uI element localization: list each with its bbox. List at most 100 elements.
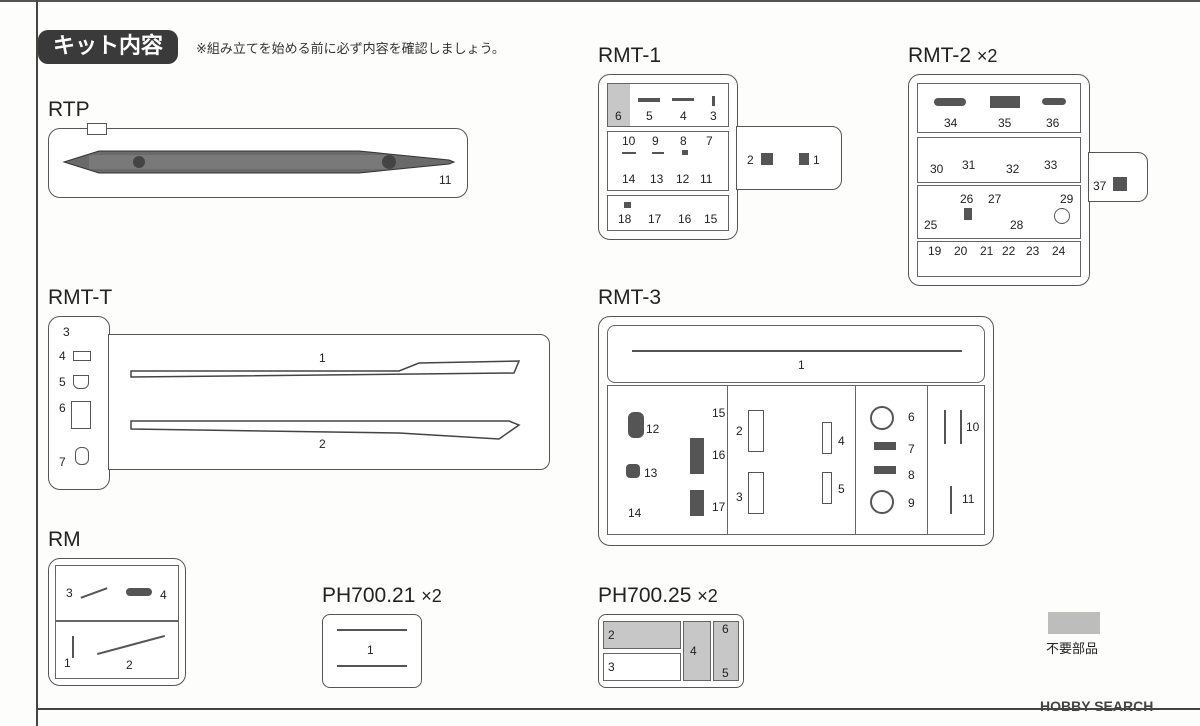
rmt3-label-13: 13	[644, 466, 658, 480]
rmt1-label-1: 1	[813, 153, 820, 167]
bottom-rule	[36, 708, 1200, 710]
rmt3-label-12: 12	[646, 422, 660, 436]
rmt3-label-17: 17	[712, 500, 726, 514]
rmt2-label-19: 19	[928, 244, 942, 258]
rmt1-label-18: 18	[618, 212, 632, 226]
rmt2-multiplier: ×2	[976, 46, 998, 66]
rmtt-title: RMT-T	[48, 286, 113, 309]
ph21-part-shape	[337, 665, 407, 667]
rmtt-part-shape	[75, 447, 89, 465]
ph25-label-5: 5	[722, 666, 729, 680]
rmt1-label-16: 16	[678, 212, 692, 226]
rmt1-part-shape	[638, 98, 660, 102]
rmt2-part-shape	[990, 96, 1020, 108]
rmtt-label-7: 7	[59, 455, 66, 469]
rmt3-part-shape	[874, 442, 896, 450]
kit-contents-title: キット内容	[38, 30, 178, 64]
rmt1-label-7: 7	[706, 134, 713, 148]
rmt1-label-6: 6	[615, 109, 622, 123]
rmt1-label-8: 8	[680, 134, 687, 148]
rmt2-part-shape	[1054, 208, 1070, 224]
rm-part-shape	[96, 634, 166, 656]
rmtt-hull-half-2	[130, 420, 521, 440]
rmt1-label-5: 5	[646, 109, 653, 123]
ph25-label-2: 2	[608, 628, 615, 642]
rmt3-label-14: 14	[628, 506, 642, 520]
rmt1-part-shape	[712, 96, 715, 106]
rmtt-part-shape	[73, 351, 91, 361]
rmt2-label-35: 35	[998, 116, 1012, 130]
ph25-row-3: 3	[603, 653, 681, 681]
rmt2-label-30: 30	[930, 162, 944, 176]
rmt2-part-shape	[1113, 177, 1127, 191]
rmt3-label-11: 11	[962, 492, 975, 506]
rmt1-sprue: 6 5 4 3 10 9 8 7 14 13 12 11 18 17 16 15	[598, 74, 738, 240]
rmt2-label-37: 37	[1093, 179, 1107, 193]
rmt3-part-shape	[632, 350, 962, 352]
rmt1-side-sprue: 2 1	[736, 126, 842, 190]
rmt1-part-shape	[624, 202, 631, 208]
rmt3-part-shape	[822, 472, 832, 504]
kit-contents-note: ※組み立てを始める前に必ず内容を確認しましょう。	[196, 42, 505, 57]
ph25-label-3: 3	[608, 660, 615, 674]
rmt3-part-shape	[626, 464, 640, 478]
rmt3-label-9: 9	[908, 496, 915, 510]
ph21-title: PH700.21	[322, 584, 416, 607]
rm-label-1: 1	[64, 656, 71, 670]
rmt2-row3: 26 27 29 25 28	[917, 185, 1081, 239]
ph21-multiplier: ×2	[421, 586, 442, 606]
rmt3-part-shape	[870, 406, 894, 430]
rmt3-part-shape	[944, 410, 962, 444]
rmt2-label-20: 20	[954, 244, 968, 258]
rmt3-group-c: 6 7 8 9	[855, 385, 929, 535]
rmt2-label-24: 24	[1052, 244, 1066, 258]
rmt3-sprue: 1 12 13 14 15 16 17 2 3 4 5 6 7 8 9 10 1…	[598, 316, 994, 546]
rm-label-4: 4	[160, 588, 167, 602]
rmt1-label-3: 3	[710, 109, 717, 123]
ph25-unneeded-part: 6 5	[713, 621, 739, 681]
rtp-gate	[87, 123, 107, 135]
rmt3-label-3: 3	[736, 490, 743, 504]
rmtt-part-shape	[71, 401, 91, 429]
rtp-sprue: 11	[48, 123, 468, 198]
ph21-title-block: PH700.21 ×2	[322, 584, 442, 608]
rmt3-label-10: 10	[966, 420, 980, 434]
page-frame-left	[36, 0, 38, 726]
rmt1-label-14: 14	[622, 172, 636, 186]
rmtt-label-4: 4	[59, 349, 66, 363]
rmt3-label-8: 8	[908, 468, 915, 482]
rmt3-label-7: 7	[908, 442, 915, 456]
rmt2-sprue: 34 35 36 30 31 32 33 26 27 29 25 28 19 2…	[908, 74, 1090, 286]
rmt1-row3: 18 17 16 15	[607, 195, 729, 231]
rmt1-label-11: 11	[700, 172, 713, 186]
rmt2-label-23: 23	[1026, 244, 1040, 258]
rmt3-label-6: 6	[908, 410, 915, 424]
rmt1-label-17: 17	[648, 212, 662, 226]
rmt3-title: RMT-3	[598, 286, 661, 309]
rmt3-label-15: 15	[712, 406, 726, 420]
ph25-unneeded-part: 2	[603, 621, 681, 649]
unneeded-parts-swatch	[1048, 612, 1100, 634]
rmt2-title-block: RMT-2 ×2	[908, 44, 997, 68]
rmt2-label-36: 36	[1046, 116, 1060, 130]
rmt2-label-26: 26	[960, 192, 974, 206]
top-border	[0, 0, 1200, 5]
rmt2-label-29: 29	[1060, 192, 1074, 206]
rm-part-shape	[72, 636, 74, 658]
rmt1-part-shape	[799, 153, 809, 165]
ph21-label-1: 1	[367, 643, 374, 657]
unneeded-parts-label: 不要部品	[1046, 642, 1099, 657]
rmtt-label-2: 2	[319, 437, 326, 451]
rmt2-side-sprue: 37	[1088, 152, 1148, 202]
rmt1-label-13: 13	[650, 172, 664, 186]
rmtt-sprue-right: 1 2	[108, 334, 550, 470]
rmt1-label-10: 10	[622, 134, 636, 148]
rmt1-label-2: 2	[747, 153, 754, 167]
rmt1-part-shape	[672, 98, 694, 101]
rmt2-label-33: 33	[1044, 158, 1058, 172]
rmt2-part-shape	[964, 208, 972, 220]
rmt1-row1: 6 5 4 3	[607, 83, 729, 127]
ph25-label-6: 6	[722, 622, 729, 636]
rmt3-part-shape	[874, 466, 896, 474]
rm-part-shape	[126, 588, 152, 596]
